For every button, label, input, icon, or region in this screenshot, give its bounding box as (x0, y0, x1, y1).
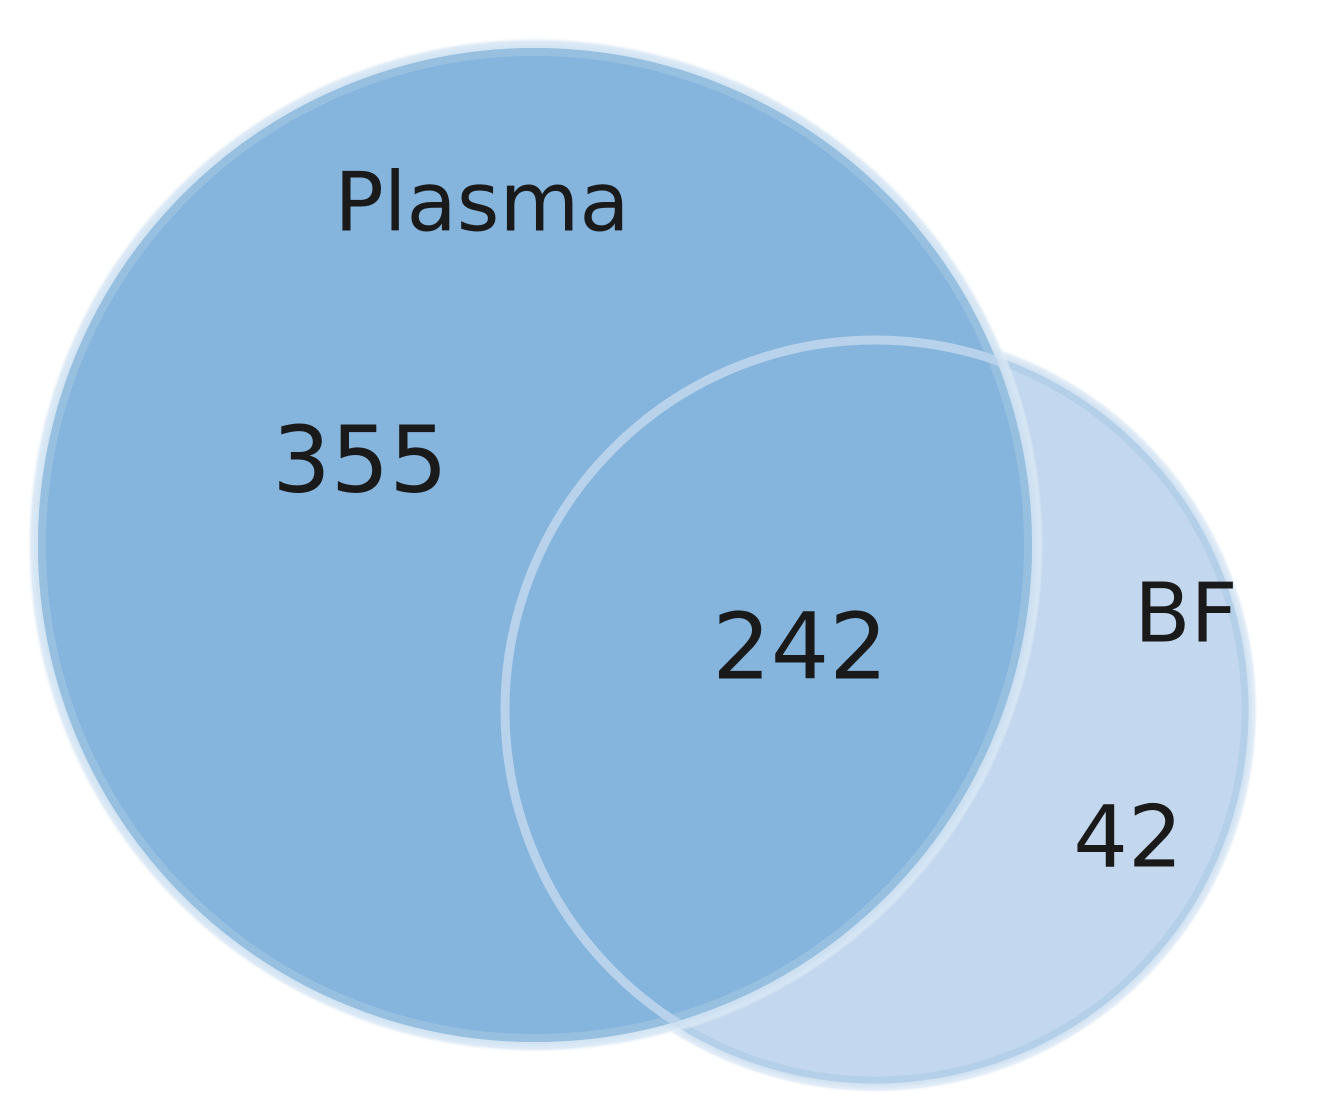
plasma-circle-fill[interactable] (38, 48, 1032, 1042)
intersection-arc (500, 335, 1032, 1042)
plasma-circle-outline (38, 48, 1032, 1042)
plasma-only-count: 355 (272, 406, 448, 513)
bf-set-label: BF (1134, 566, 1237, 661)
bf-only-count: 42 (1073, 787, 1182, 887)
intersection-count: 242 (712, 593, 888, 700)
intersection-region (500, 335, 1032, 1042)
plasma-circle-group (27, 37, 1043, 1053)
plasma-set-label: Plasma (334, 155, 629, 250)
